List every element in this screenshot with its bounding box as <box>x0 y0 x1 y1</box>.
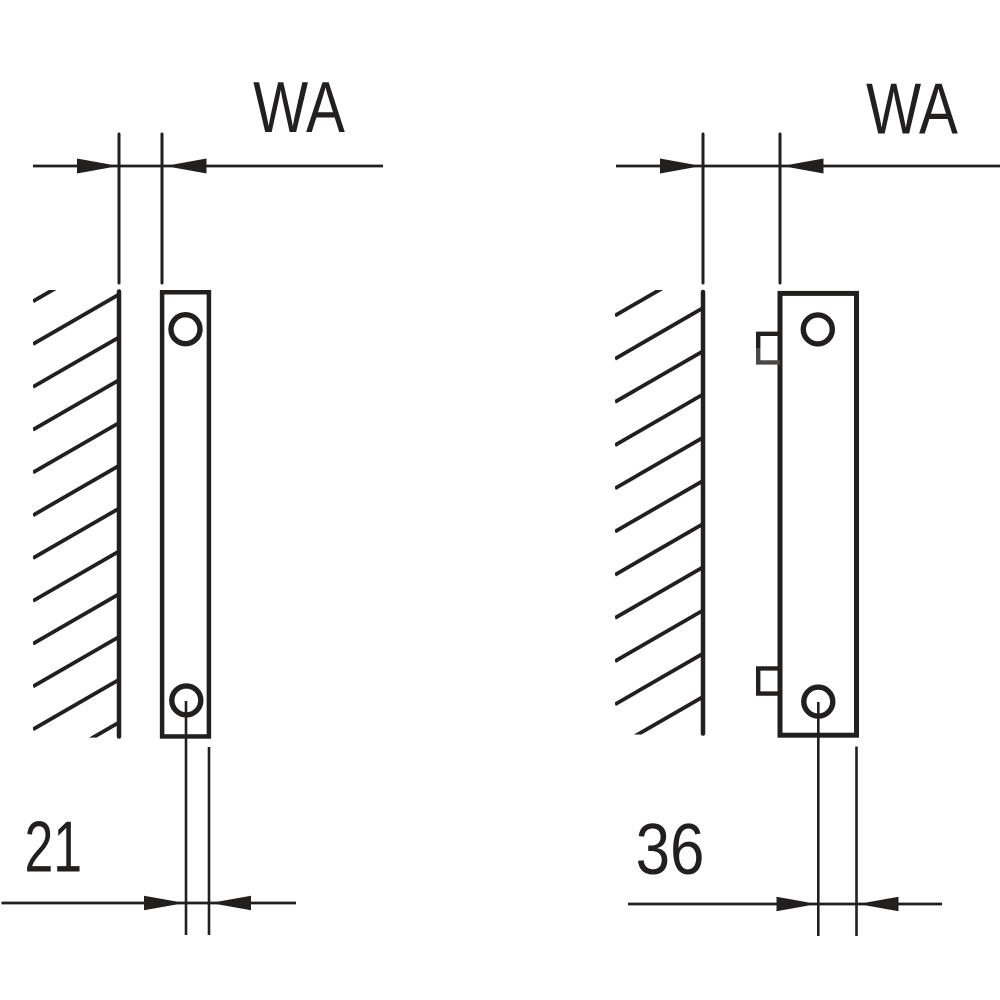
svg-text:WA: WA <box>866 69 958 149</box>
svg-text:36: 36 <box>636 810 705 890</box>
svg-text:21: 21 <box>24 807 82 887</box>
svg-text:WA: WA <box>253 67 345 147</box>
